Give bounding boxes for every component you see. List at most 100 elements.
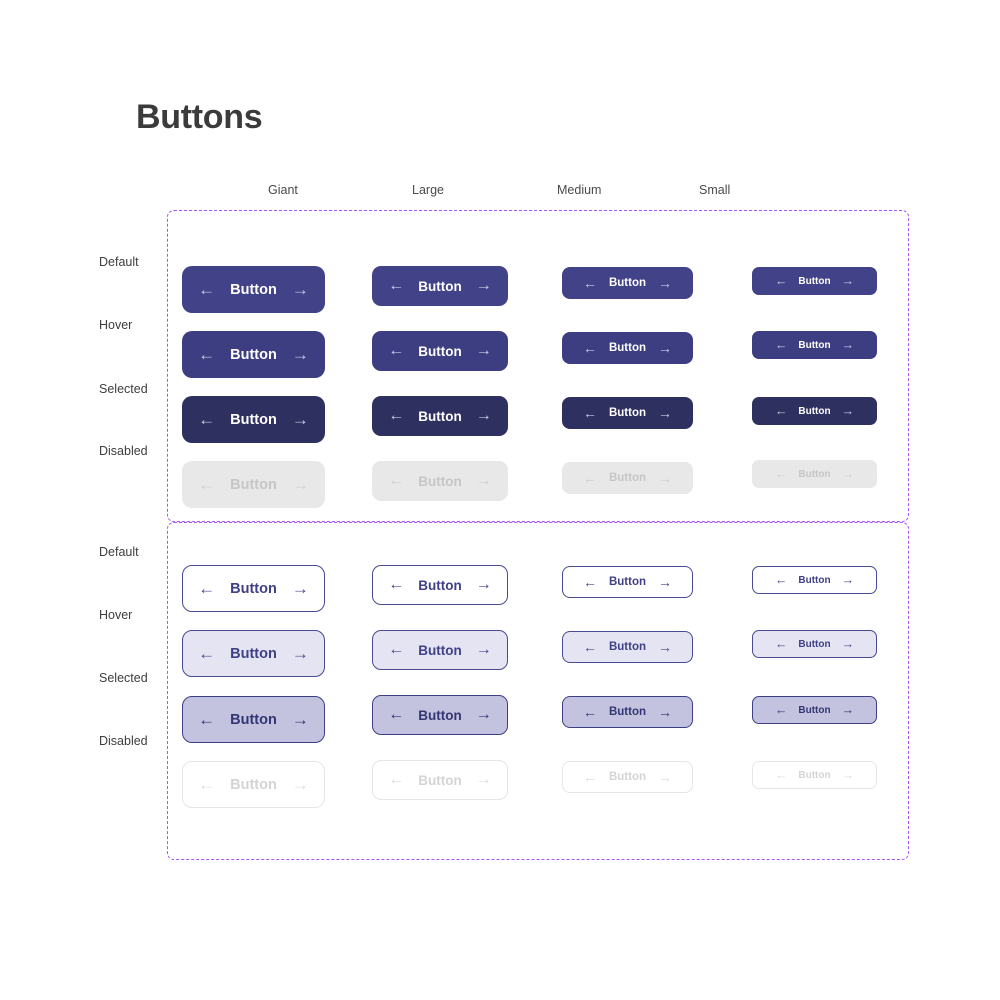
button-solid-disabled-medium: ←Button→ xyxy=(562,462,693,494)
arrow-right-icon: → xyxy=(658,639,673,655)
arrow-right-icon: → xyxy=(658,704,673,720)
arrow-right-icon: → xyxy=(841,404,855,418)
button-label: Button xyxy=(608,342,647,354)
button-outline-default-giant[interactable]: ←Button→ xyxy=(182,565,325,612)
arrow-left-icon: ← xyxy=(582,275,597,291)
arrow-left-icon: ← xyxy=(198,774,216,794)
button-solid-hover-small[interactable]: ← Button → xyxy=(752,331,877,359)
button-solid-default-large[interactable]: ← Button → xyxy=(372,266,508,306)
arrow-left-icon: ← xyxy=(582,574,597,590)
button-solid-hover-giant[interactable]: ← Button → xyxy=(182,331,325,378)
button-outline-default-large[interactable]: ←Button→ xyxy=(372,565,508,605)
button-label: Button xyxy=(418,707,462,723)
arrow-left-icon: ← xyxy=(582,340,597,356)
row-label-solid-hover: Hover xyxy=(99,318,133,332)
button-outline-default-medium[interactable]: ← Button → xyxy=(562,566,693,598)
arrow-left-icon: ← xyxy=(198,409,216,429)
arrow-right-icon: → xyxy=(658,769,673,785)
button-outline-selected-giant[interactable]: ← Button → xyxy=(182,696,325,743)
button-solid-selected-medium[interactable]: ←Button→ xyxy=(562,397,693,429)
arrow-right-icon: → xyxy=(291,279,309,299)
column-header-medium: Medium xyxy=(557,183,602,197)
button-outline-disabled-small: ←Button→ xyxy=(752,761,877,789)
button-solid-hover-medium[interactable]: ←Button→ xyxy=(562,332,693,364)
button-outline-selected-large[interactable]: ←Button→ xyxy=(372,695,508,735)
arrow-right-icon: → xyxy=(841,338,855,352)
arrow-left-icon: ← xyxy=(774,768,788,782)
button-label: Button xyxy=(230,711,277,728)
arrow-right-icon: → xyxy=(658,470,673,486)
button-label: Button xyxy=(798,638,831,650)
arrow-left-icon: ← xyxy=(198,474,216,494)
button-solid-default-small[interactable]: ← Button → xyxy=(752,267,877,295)
arrow-right-icon: → xyxy=(841,274,855,288)
arrow-right-icon: → xyxy=(475,706,492,723)
arrow-left-icon: ← xyxy=(774,573,788,587)
button-label: Button xyxy=(798,574,831,586)
arrow-right-icon: → xyxy=(291,709,309,729)
arrow-left-icon: ← xyxy=(582,704,597,720)
button-outline-hover-medium[interactable]: ←Button→ xyxy=(562,631,693,663)
button-label: Button xyxy=(230,346,277,363)
dashed-frame-solid xyxy=(167,210,909,522)
button-outline-hover-large[interactable]: ←Button→ xyxy=(372,630,508,670)
button-label: Button xyxy=(608,576,647,588)
arrow-right-icon: → xyxy=(475,641,492,658)
arrow-left-icon: ← xyxy=(198,578,216,598)
button-label: Button xyxy=(230,645,277,662)
row-label-outline-default: Default xyxy=(99,545,139,559)
button-outline-selected-medium[interactable]: ←Button→ xyxy=(562,696,693,728)
arrow-left-icon: ← xyxy=(198,344,216,364)
button-outline-hover-giant[interactable]: ← Button → xyxy=(182,630,325,677)
row-label-outline-selected: Selected xyxy=(99,671,148,685)
arrow-right-icon: → xyxy=(841,637,855,651)
button-label: Button xyxy=(798,275,831,287)
arrow-right-icon: → xyxy=(841,768,855,782)
arrow-left-icon: ← xyxy=(774,637,788,651)
arrow-left-icon: ← xyxy=(582,769,597,785)
arrow-right-icon: → xyxy=(291,643,309,663)
arrow-left-icon: ← xyxy=(388,277,405,294)
button-label: Button xyxy=(230,476,277,493)
button-label: Button xyxy=(608,641,647,653)
button-solid-hover-large[interactable]: ←Button→ xyxy=(372,331,508,371)
arrow-right-icon: → xyxy=(475,576,492,593)
arrow-right-icon: → xyxy=(841,573,855,587)
button-label: Button xyxy=(798,468,831,480)
arrow-right-icon: → xyxy=(658,574,673,590)
row-label-solid-disabled: Disabled xyxy=(99,444,148,458)
button-solid-default-giant[interactable]: ←Button→ xyxy=(182,266,325,313)
button-solid-selected-large[interactable]: ←Button→ xyxy=(372,396,508,436)
button-label: Button xyxy=(230,776,277,793)
button-solid-disabled-giant: ←Button→ xyxy=(182,461,325,508)
button-outline-hover-small[interactable]: ← Button → xyxy=(752,630,877,658)
arrow-left-icon: ← xyxy=(388,407,405,424)
button-label: Button xyxy=(798,339,831,351)
arrow-left-icon: ← xyxy=(774,338,788,352)
button-solid-selected-small[interactable]: ←Button→ xyxy=(752,397,877,425)
arrow-left-icon: ← xyxy=(198,643,216,663)
button-outline-disabled-giant: ←Button→ xyxy=(182,761,325,808)
arrow-left-icon: ← xyxy=(774,274,788,288)
arrow-right-icon: → xyxy=(475,277,492,294)
arrow-left-icon: ← xyxy=(774,404,788,418)
arrow-right-icon: → xyxy=(291,344,309,364)
button-label: Button xyxy=(418,278,462,294)
button-solid-disabled-small: ←Button→ xyxy=(752,460,877,488)
button-outline-selected-small[interactable]: ←Button→ xyxy=(752,696,877,724)
button-label: Button xyxy=(608,407,647,419)
button-outline-default-small[interactable]: ← Button → xyxy=(752,566,877,594)
button-solid-default-medium[interactable]: ←Button→ xyxy=(562,267,693,299)
column-header-small: Small xyxy=(699,183,731,197)
arrow-left-icon: ← xyxy=(198,709,216,729)
arrow-right-icon: → xyxy=(291,409,309,429)
button-label: Button xyxy=(230,411,277,428)
arrow-left-icon: ← xyxy=(388,472,405,489)
row-label-outline-disabled: Disabled xyxy=(99,734,148,748)
row-label-outline-hover: Hover xyxy=(99,608,133,622)
arrow-right-icon: → xyxy=(658,275,673,291)
button-label: Button xyxy=(418,642,462,658)
column-header-giant: Giant xyxy=(268,183,298,197)
arrow-left-icon: ← xyxy=(198,279,216,299)
button-solid-selected-giant[interactable]: ← Button → xyxy=(182,396,325,443)
